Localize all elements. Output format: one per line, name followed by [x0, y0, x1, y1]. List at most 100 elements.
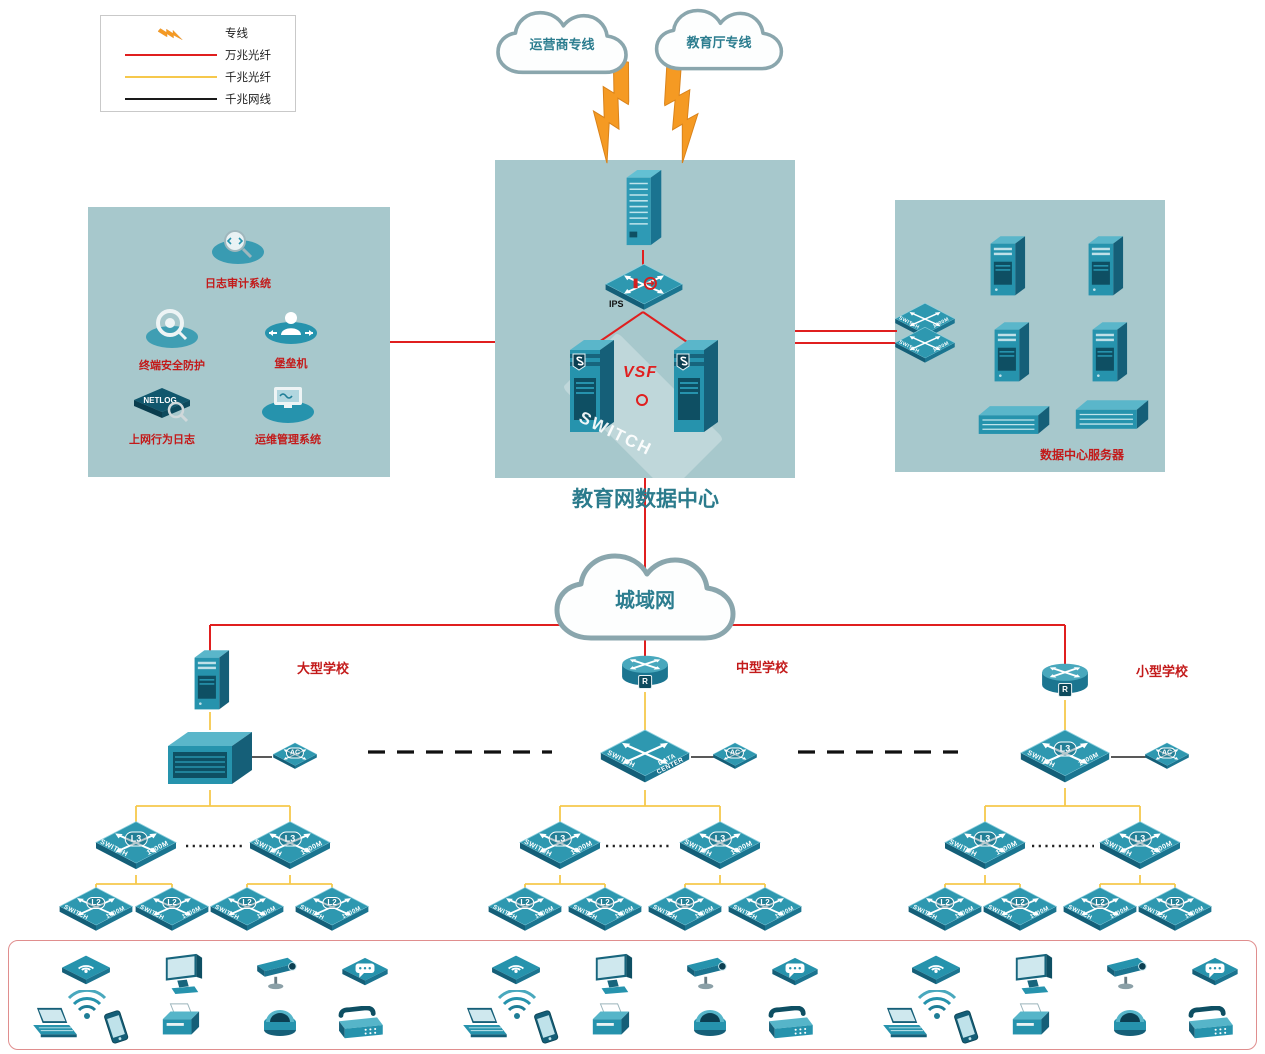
dome-camera-icon [1107, 1000, 1153, 1040]
ips-label: IPS [609, 299, 624, 309]
small-school-router: R [1038, 658, 1092, 700]
l2-badge: L2 [86, 897, 106, 909]
voip-chat-icon [1190, 956, 1240, 990]
small-school-label: 小型学校 [1135, 664, 1188, 679]
1g-fiber-swatch [125, 76, 217, 78]
l2-switch: L2 SWITCH 1000M [727, 886, 803, 936]
1g-copper-swatch [125, 98, 217, 100]
l3-badge: L3 [973, 831, 997, 847]
l2-switch: L2 SWITCH 1000M [1137, 886, 1213, 936]
log-audit-system: 日志审计系统 [180, 226, 296, 291]
cctv-camera-icon [1103, 954, 1157, 992]
l2-badge: L2 [755, 897, 775, 909]
voip-chat-icon [770, 956, 820, 990]
l3-switch: L3 SWITCH 1000M [248, 820, 332, 875]
large-school-server-icon [188, 646, 234, 712]
legend: 专线 万兆光纤 千兆光纤 千兆网线 [100, 15, 296, 112]
server-tower-icon [984, 232, 1030, 298]
legend-row: 万兆光纤 [101, 44, 295, 66]
education-line-cloud: 教育厅专线 [643, 2, 795, 80]
router-badge: R [1058, 683, 1072, 698]
dome-camera-icon [257, 1000, 303, 1040]
l2-switch: L2 SWITCH 1000M [487, 886, 563, 936]
l3-switch: L3 SWITCH 1000M [943, 820, 1027, 875]
core-server-icon [664, 334, 728, 438]
cctv-camera-icon [683, 954, 737, 992]
desk-phone-icon [333, 1006, 385, 1044]
datacenter-switch: SWITCH 1000M [894, 326, 956, 367]
10g-fiber-swatch [125, 54, 217, 56]
large-school-core-device-icon [162, 728, 258, 790]
datacenter-title: 教育网数据中心 [572, 486, 719, 511]
legend-label: 专线 [225, 28, 248, 40]
desktop-monitor-icon [590, 952, 636, 994]
wireless-ap-icon [490, 952, 542, 987]
l2-badge: L2 [675, 897, 695, 909]
l2-badge: L2 [1090, 897, 1110, 909]
l3-badge: L3 [278, 831, 302, 847]
bastion-host-label: 堡垒机 [274, 358, 308, 370]
wireless-ap-icon [60, 952, 112, 987]
l2-switch: L2 SWITCH 1000M [982, 886, 1058, 936]
l3-badge: L3 [124, 831, 148, 847]
legend-label: 千兆光纤 [225, 72, 271, 84]
legend-label: 千兆网线 [225, 94, 271, 106]
l2-badge: L2 [595, 897, 615, 909]
l2-badge: L2 [935, 897, 955, 909]
l2-switch: L2 SWITCH 1000M [907, 886, 983, 936]
terminal-group-large-school [25, 942, 425, 1052]
carrier-cloud-label: 运营商专线 [529, 38, 595, 54]
log-audit-icon [212, 230, 264, 264]
l3-badge: L3 [1128, 831, 1152, 847]
server-block-label: 数据中心服务器 [1039, 448, 1124, 462]
l2-badge: L2 [322, 897, 342, 909]
terminal-protection-icon [146, 309, 198, 348]
metro-cloud-label: 城域网 [615, 587, 675, 612]
smartphone-icon [529, 1008, 563, 1048]
l3-switch: L3 SWITCH 1000M [1098, 820, 1182, 875]
router-badge: R [638, 675, 652, 690]
ops-management-icon [262, 387, 314, 423]
server-tower-icon [988, 318, 1034, 384]
bastion-host-icon [265, 312, 317, 344]
netlog-text: NETLOG [143, 396, 176, 405]
ops-management-label: 运维管理系统 [255, 434, 321, 446]
l2-badge: L2 [1010, 897, 1030, 909]
l2-switch: L2 SWITCH 1000M [567, 886, 643, 936]
education-cloud-label: 教育厅专线 [686, 35, 752, 51]
laptop-icon [877, 1006, 931, 1042]
medium-school-router: R [618, 650, 672, 692]
l2-switch: L2 SWITCH 1000M [58, 886, 134, 936]
dedicated-line-icon [156, 22, 185, 43]
l2-switch: L2 SWITCH 1000M [294, 886, 370, 936]
printer-icon [155, 1002, 205, 1044]
desk-phone-icon [1183, 1006, 1235, 1044]
metro-network-cloud: 城域网 [545, 544, 745, 654]
l2-badge: L2 [162, 897, 182, 909]
l3-badge: L3 [1053, 741, 1077, 757]
carrier-line-cloud: 运营商专线 [487, 4, 637, 84]
ac-controller: AC [272, 742, 318, 772]
printer-icon [1005, 1002, 1055, 1044]
ac-badge: AC [285, 747, 305, 759]
net-behavior-log-label: 上网行为日志 [129, 434, 195, 446]
vsf-ring-icon [636, 394, 648, 406]
firewall-gateway-icon [617, 166, 669, 251]
laptop-icon [27, 1006, 81, 1042]
smartphone-icon [99, 1008, 133, 1048]
large-school-label: 大型学校 [296, 661, 349, 676]
l2-badge: L2 [515, 897, 535, 909]
l2-switch: L2 SWITCH 1000M [647, 886, 723, 936]
wireless-ap-icon [910, 952, 962, 987]
vsf-label: VSF [623, 364, 658, 381]
small-school-core-switch: L3 SWITCH 1000M [1019, 728, 1111, 789]
ac-controller: AC [712, 742, 758, 772]
l2-badge: L2 [237, 897, 257, 909]
terminal-protection-system: 终端安全防护 [114, 306, 230, 373]
terminal-group-medium-school [455, 942, 855, 1052]
l2-switch: L2 SWITCH 1000M [134, 886, 210, 936]
l2-switch: L2 SWITCH 1000M [1062, 886, 1138, 936]
log-audit-label: 日志审计系统 [205, 278, 271, 290]
ips-red-marks [633, 276, 657, 290]
